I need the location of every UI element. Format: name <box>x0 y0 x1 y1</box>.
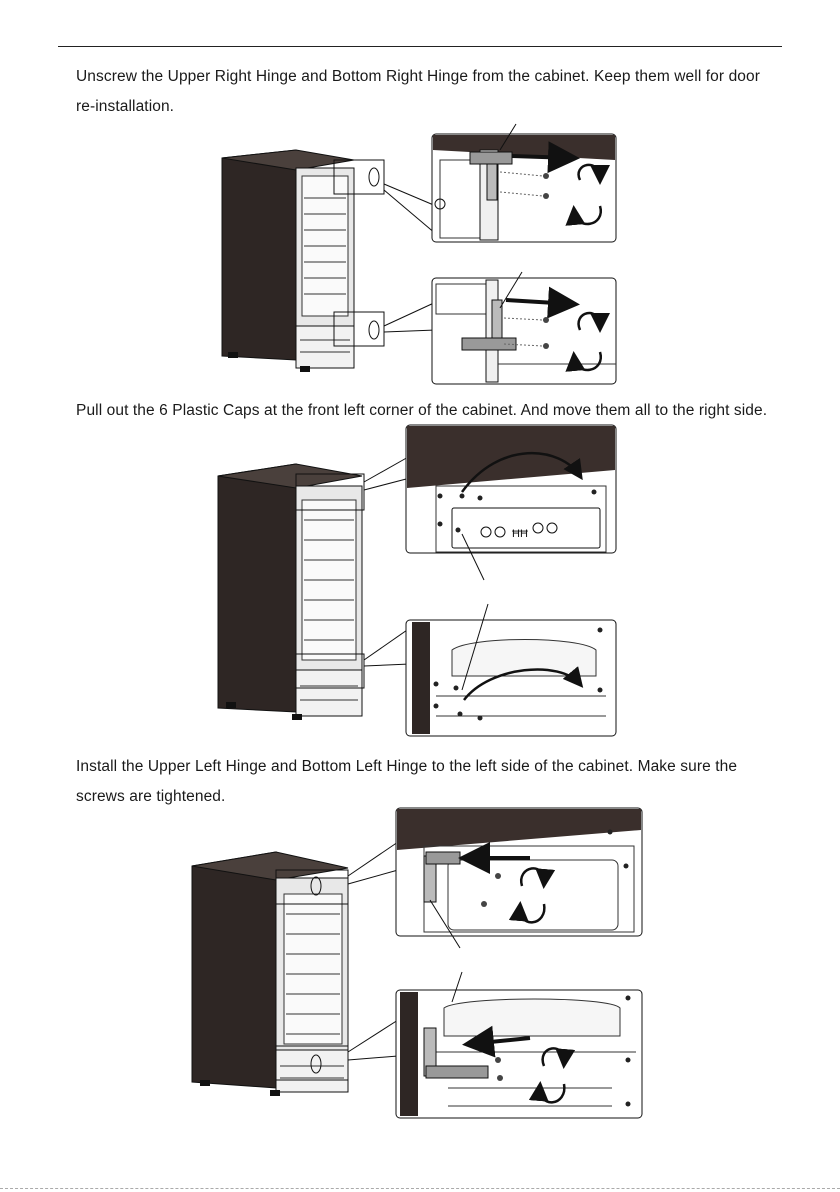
fig3-detail-top <box>395 807 643 949</box>
display-readout: ĦĦ <box>512 528 528 540</box>
header-rule <box>58 46 782 47</box>
fig3-cabinet <box>191 851 349 1096</box>
plus-icon <box>532 522 544 534</box>
footer-rule <box>0 1188 840 1189</box>
step-1-text: Unscrew the Upper Right Hinge and Bottom… <box>76 68 760 115</box>
control-panel <box>451 507 601 549</box>
fig2-bottom-callout-box <box>295 653 365 689</box>
step-2-text: Pull out the 6 Plastic Caps at the front… <box>76 402 768 419</box>
fig3-bottom-callout-box <box>275 1045 349 1081</box>
fig2-top-callout-box <box>295 473 365 511</box>
fig1-detail-bottom <box>431 271 617 385</box>
fig1-bottom-callout-box <box>333 311 385 347</box>
fig1-detail-top <box>431 123 617 243</box>
minus-icon <box>546 522 558 534</box>
fig2-detail-top: ĦĦ <box>405 424 617 581</box>
fig3-detail-bottom <box>395 971 643 1119</box>
power-icon <box>480 526 492 538</box>
fig1-cabinet <box>221 149 355 372</box>
step-3-text: Install the Upper Left Hinge and Bottom … <box>76 758 738 805</box>
fig2-cabinet <box>217 463 363 720</box>
fig3-top-callout-box <box>275 869 349 905</box>
fig2-detail-bottom <box>405 603 617 737</box>
light-icon <box>494 526 506 538</box>
fig1-top-callout-box <box>333 159 385 195</box>
